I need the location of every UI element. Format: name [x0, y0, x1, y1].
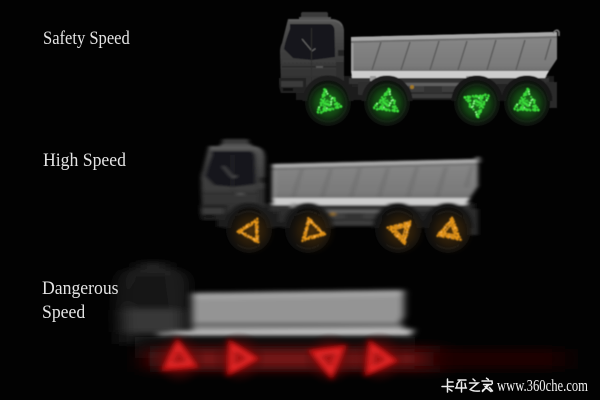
svg-text:www.360che.com: www.360che.com: [497, 376, 588, 395]
